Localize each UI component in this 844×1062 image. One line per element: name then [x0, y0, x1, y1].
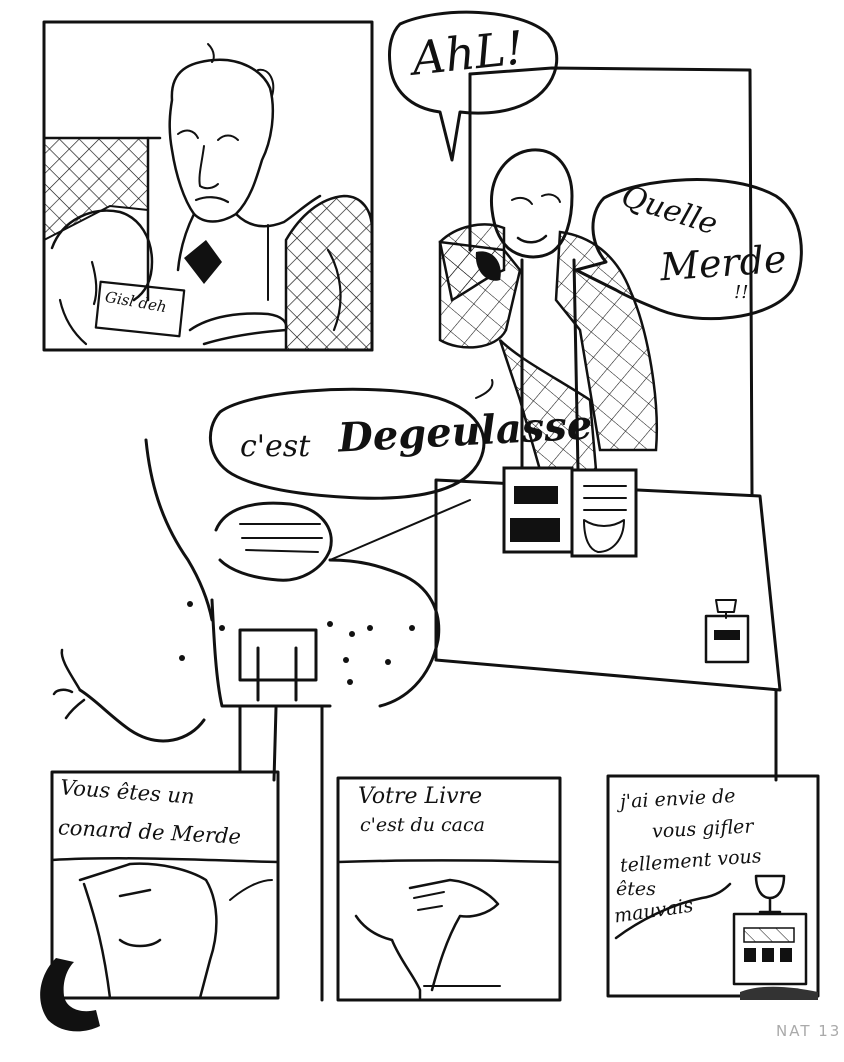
- held-book: [502, 466, 638, 558]
- bubble-quelle-merde: [574, 178, 803, 321]
- panel-bottom-2: [336, 776, 562, 1002]
- panel-bottom-3-line2: vous gifler: [651, 815, 754, 843]
- panel-bottom-3: [606, 774, 820, 1000]
- bent-figure: [52, 438, 441, 1002]
- bubble-ahh: [388, 10, 559, 162]
- panel-bottom-2-line1: Votre Livre: [358, 784, 483, 809]
- panel-bottom-2-line2: c'est du caca: [360, 814, 485, 836]
- signature: NAT 13: [776, 1022, 842, 1040]
- speech-merde: Merde: [658, 236, 788, 290]
- speech-cest: c'est: [240, 429, 311, 464]
- panel-1: Gisl deh: [42, 20, 374, 352]
- panel-bottom-3-line4: êtes: [616, 878, 656, 900]
- cup-on-table: [704, 599, 750, 664]
- speech-exclaim: !!: [734, 282, 749, 303]
- speech-ahh: AhL!: [409, 20, 527, 86]
- central-scene: [52, 66, 782, 1002]
- book-label: Gisl deh: [104, 288, 168, 317]
- bubble-degueulasse: [208, 379, 494, 561]
- panel-bottom-1: [40, 770, 280, 1032]
